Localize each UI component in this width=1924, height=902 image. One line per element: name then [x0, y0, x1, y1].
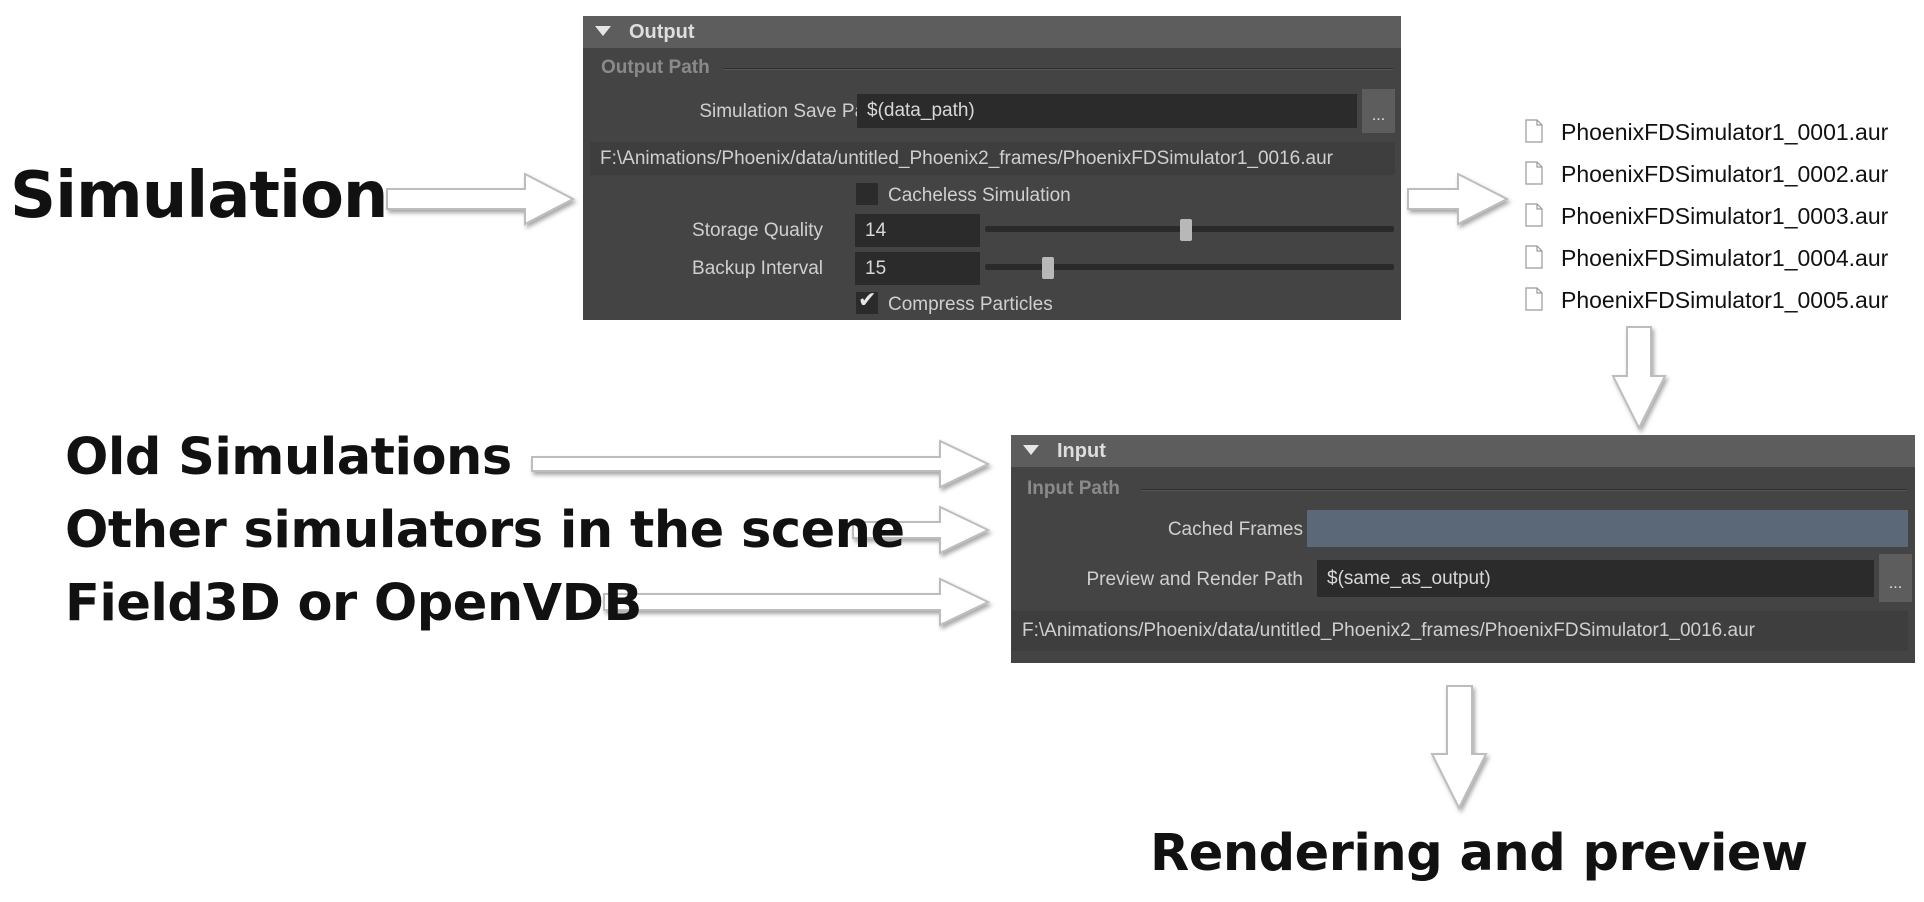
output-resolved-path: F:\Animations/Phoenix/data/untitled_Phoe… — [590, 142, 1395, 175]
file-icon — [1525, 161, 1543, 185]
file-icon — [1525, 203, 1543, 227]
storage-quality-label: Storage Quality — [692, 220, 823, 241]
output-path-section-title: Output Path — [601, 57, 710, 78]
file-name: PhoenixFDSimulator1_0004.aur — [1561, 245, 1889, 271]
file-name: PhoenixFDSimulator1_0002.aur — [1561, 161, 1889, 187]
simulation-save-path-input[interactable]: $(data_path) — [857, 94, 1357, 128]
save-path-browse-button[interactable]: ... — [1362, 89, 1395, 133]
render-path-browse-button[interactable]: ... — [1879, 554, 1912, 602]
compress-particles-label: Compress Particles — [888, 294, 1053, 315]
backup-interval-slider-track[interactable] — [985, 264, 1394, 270]
compress-particles-checkbox[interactable]: ✔ — [856, 287, 878, 314]
label-field3d-openvdb: Field3D or OpenVDB — [65, 574, 642, 633]
cacheless-simulation-label: Cacheless Simulation — [888, 185, 1071, 206]
cache-file-list: PhoenixFDSimulator1_0001.aur PhoenixFDSi… — [1525, 116, 1924, 326]
cached-frames-label: Cached Frames — [1167, 519, 1303, 540]
preview-render-path-label: Preview and Render Path — [1086, 569, 1303, 590]
label-simulation: Simulation — [10, 159, 388, 233]
label-old-simulations: Old Simulations — [65, 428, 512, 487]
input-resolved-path: F:\Animations/Phoenix/data/untitled_Phoe… — [1012, 611, 1908, 651]
output-path-divider — [723, 68, 1393, 70]
arrow-files-to-input — [1611, 326, 1667, 431]
collapse-triangle-icon[interactable] — [1023, 445, 1039, 455]
input-panel: Input Input Path Cached Frames Preview a… — [1011, 435, 1915, 663]
output-panel-header[interactable]: Output — [583, 16, 1401, 48]
arrow-old-simulations — [531, 439, 991, 489]
output-panel: Output Output Path Simulation Save Path … — [583, 16, 1401, 320]
arrow-output-to-files — [1407, 172, 1510, 226]
checkmark-icon: ✔ — [858, 287, 877, 312]
file-name: PhoenixFDSimulator1_0001.aur — [1561, 119, 1889, 145]
input-panel-header[interactable]: Input — [1011, 435, 1915, 467]
file-name: PhoenixFDSimulator1_0003.aur — [1561, 203, 1889, 229]
simulation-save-path-label: Simulation Save Path — [699, 101, 881, 122]
collapse-triangle-icon[interactable] — [595, 26, 611, 36]
cacheless-simulation-checkbox[interactable] — [856, 183, 878, 205]
arrow-other-simulators — [852, 505, 991, 555]
file-name: PhoenixFDSimulator1_0005.aur — [1561, 287, 1889, 313]
storage-quality-slider-handle[interactable] — [1180, 219, 1192, 241]
file-icon — [1525, 119, 1543, 143]
backup-interval-input[interactable]: 15 — [855, 252, 980, 285]
arrow-input-to-rendering — [1430, 685, 1488, 811]
preview-render-path-input[interactable]: $(same_as_output) — [1317, 560, 1874, 597]
input-panel-title: Input — [1057, 440, 1106, 462]
label-rendering-preview: Rendering and preview — [1150, 824, 1808, 883]
label-other-simulators: Other simulators in the scene — [65, 501, 905, 560]
file-icon — [1525, 287, 1543, 311]
cached-frames-field — [1307, 510, 1908, 547]
backup-interval-slider-handle[interactable] — [1042, 257, 1054, 279]
input-path-section-title: Input Path — [1027, 478, 1120, 499]
storage-quality-input[interactable]: 14 — [855, 214, 980, 247]
arrow-simulation-to-output — [386, 172, 576, 226]
arrow-field3d — [603, 577, 991, 627]
input-path-divider — [1141, 489, 1907, 491]
file-icon — [1525, 245, 1543, 269]
backup-interval-label: Backup Interval — [692, 258, 823, 279]
output-panel-title: Output — [629, 21, 695, 43]
